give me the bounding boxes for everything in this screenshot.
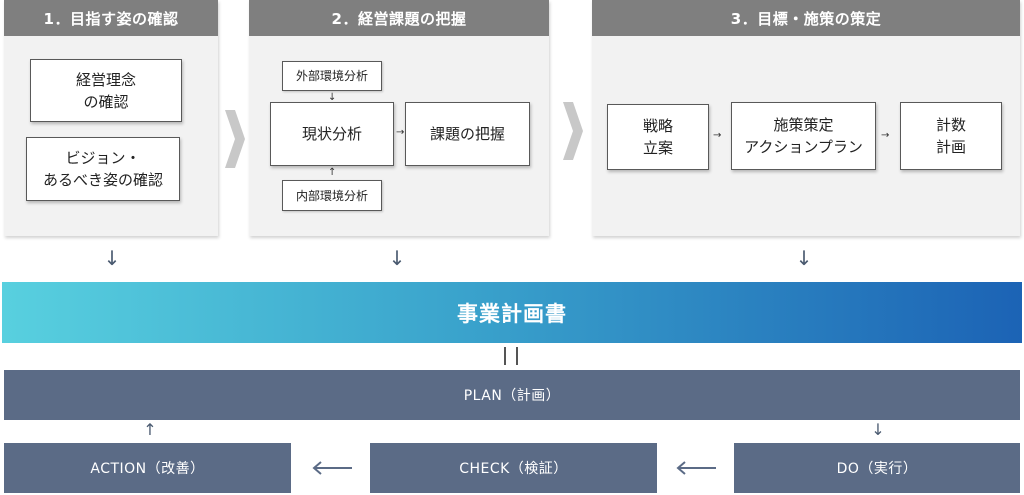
numeric-plan-box: 計数 計画 [900, 102, 1002, 170]
plan-label: PLAN（計画） [463, 388, 561, 404]
vision-box: ビジョン・ あるべき姿の確認 [26, 137, 180, 201]
chevron-right-icon [563, 102, 583, 160]
do-label: DO（実行） [836, 461, 918, 477]
small-up-arrow-icon: ↑ [328, 167, 337, 178]
left-arrow-icon [312, 461, 352, 475]
business-plan-bar: 事業計画書 [2, 282, 1022, 343]
measures-line-1: 施策策定 [773, 116, 834, 134]
measures-box: 施策策定 アクションプラン [731, 102, 876, 170]
current-analysis-box: 現状分析 [270, 102, 394, 166]
action-box: ACTION（改善） [4, 443, 291, 493]
step-1-title: 1．目指す姿の確認 [4, 0, 218, 36]
current-analysis-label: 現状分析 [301, 125, 362, 143]
small-right-arrow-icon: → [713, 130, 722, 141]
up-arrow-icon: ↑ [143, 420, 157, 439]
strategy-line-2: 立案 [642, 139, 673, 157]
management-philosophy-line-2: の確認 [83, 92, 129, 111]
step-3-panel: 3．目標・施策の策定 戦略 立案 → 施策策定 アクションプラン → 計数 計画 [592, 0, 1020, 236]
measures-line-2: アクションプラン [744, 138, 863, 156]
small-right-arrow-icon: → [881, 130, 890, 141]
left-arrow-icon [676, 461, 716, 475]
check-label: CHECK（検証） [459, 461, 568, 477]
small-down-arrow-icon: ↓ [328, 92, 337, 103]
step-1-panel: 1．目指す姿の確認 経営理念 の確認 ビジョン・ あるべき姿の確認 [4, 0, 218, 236]
equals-icon [504, 347, 518, 365]
numeric-plan-line-1: 計数 [935, 116, 966, 134]
numeric-plan-line-2: 計画 [935, 138, 966, 156]
internal-analysis-box: 内部環境分析 [282, 180, 382, 211]
issues-box: 課題の把握 [405, 102, 530, 166]
management-philosophy-line-1: 経営理念 [75, 70, 136, 89]
down-arrow-icon: ↓ [871, 420, 885, 439]
step-2-title: 2．経営課題の把握 [249, 0, 549, 36]
check-box: CHECK（検証） [370, 443, 657, 493]
do-box: DO（実行） [734, 443, 1020, 493]
vision-line-1: ビジョン・ [65, 149, 141, 167]
step-3-title: 3．目標・施策の策定 [592, 0, 1020, 36]
step-2-panel: 2．経営課題の把握 外部環境分析 ↓ 現状分析 ↑ 内部環境分析 → 課題の把握 [249, 0, 549, 236]
internal-analysis-label: 内部環境分析 [295, 188, 368, 203]
business-plan-label: 事業計画書 [457, 301, 567, 326]
down-arrow-icon: ↓ [795, 246, 813, 270]
management-philosophy-box: 経営理念 の確認 [30, 59, 182, 122]
down-arrow-icon: ↓ [388, 246, 406, 270]
issues-label: 課題の把握 [429, 125, 505, 143]
down-arrow-icon: ↓ [103, 246, 121, 270]
plan-box: PLAN（計画） [4, 370, 1020, 420]
strategy-line-1: 戦略 [642, 117, 673, 135]
strategy-box: 戦略 立案 [607, 104, 709, 170]
external-analysis-label: 外部環境分析 [295, 69, 368, 83]
external-analysis-box: 外部環境分析 [282, 61, 382, 91]
action-label: ACTION（改善） [90, 461, 205, 477]
vision-line-2: あるべき姿の確認 [42, 171, 163, 189]
small-right-arrow-icon: → [396, 127, 405, 138]
chevron-right-icon [225, 110, 245, 168]
